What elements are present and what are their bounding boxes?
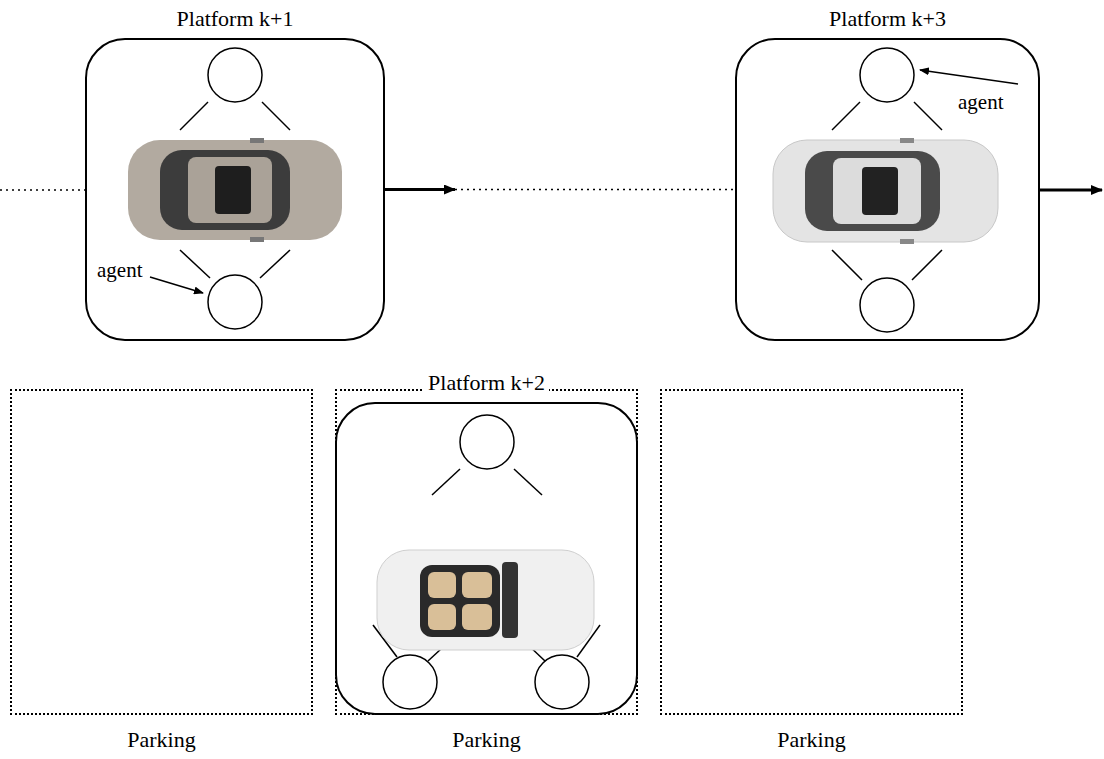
flow-connector [385,189,735,190]
dotted-line [0,189,85,191]
platform-label: Platform k+3 [697,6,1078,32]
platform-label: Platform k+1 [47,6,423,32]
parking-box: Parking [10,389,313,715]
node-text: Parking [123,727,199,752]
car-illustration [128,138,342,242]
platform-box: Platform k+2 [335,402,638,715]
node-text: Parking [448,727,524,752]
leader-line [150,277,203,293]
node-text: Parking [773,727,849,752]
agent-tree [373,415,600,709]
node-text: Platform k+2 [424,370,549,395]
car-illustration [773,138,998,244]
parking-box: ParkingPlatform k+2 [335,389,638,715]
flow-arrow [1040,189,1102,192]
node-text: Platform k+1 [173,6,298,31]
agent-label: agent [958,90,1003,114]
agent-label: agent [97,258,142,282]
car-illustration [377,550,594,650]
platform-box: Platform k+3 [735,38,1040,341]
node-text: Platform k+3 [825,6,950,31]
parking-label: Parking [622,727,1001,753]
leader-line [920,70,1018,84]
platform-box: Platform k+1 [85,38,385,341]
parking-label: Parking [297,727,676,753]
parking-label: Parking [0,727,351,753]
parking-box: Parking [660,389,963,715]
platform-label: Platform k+2 [297,370,676,396]
